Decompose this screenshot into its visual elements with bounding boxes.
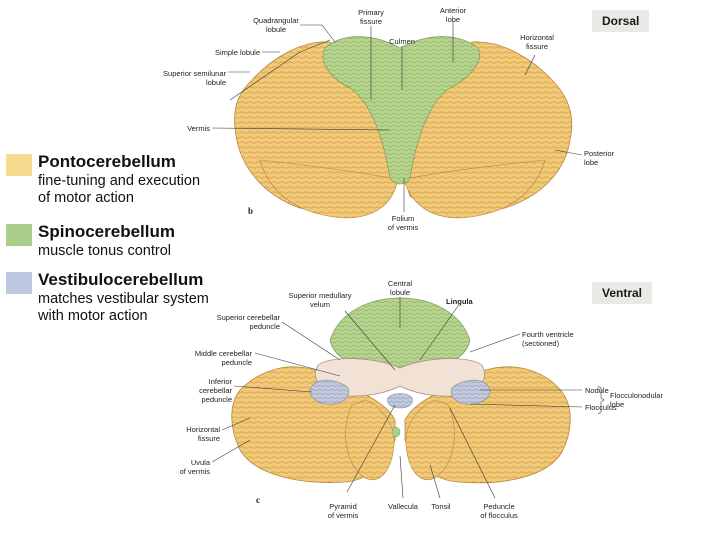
- ventral-right-flocculus: [450, 379, 491, 405]
- ventral-left-flocculus: [309, 379, 350, 405]
- spinocerebellum-title: Spinocerebellum: [38, 222, 175, 241]
- label-nodule: Nodule: [585, 386, 609, 395]
- vestibulocerebellum-title: Vestibulocerebellum: [38, 270, 204, 289]
- ventral-nodule: [387, 393, 413, 409]
- dorsal-cerebellum: [234, 36, 573, 219]
- pontocerebellum-swatch: [6, 154, 32, 176]
- dorsal-right-lower: [403, 159, 546, 219]
- leader-lines: [211, 22, 605, 499]
- spinocerebellum-swatch: [6, 224, 32, 246]
- vestibulocerebellum-desc-line2: with motor action: [38, 308, 148, 324]
- label-simple-lobule: Simple lobule: [214, 48, 260, 57]
- spinocerebellum-desc-line1: muscle tonus control: [38, 243, 171, 259]
- label-fourth-ventricle: Fourth ventricle(sectioned): [522, 330, 574, 348]
- ventral-left-tonsil: [345, 399, 395, 480]
- label-lingula: Lingula: [446, 297, 473, 306]
- figure-letter-b: b: [248, 206, 254, 216]
- pontocerebellum-desc-line2: of motor action: [38, 190, 134, 206]
- vestibulocerebellum-swatch: [6, 272, 32, 294]
- pontocerebellum-title: Pontocerebellum: [38, 152, 176, 171]
- spinocerebellum-desc: muscle tonus control: [38, 243, 171, 260]
- label-culmen: Culmen: [389, 37, 415, 46]
- dorsal-left-lower: [259, 159, 399, 219]
- figure-letter-c: c: [256, 495, 260, 505]
- dorsal-view-tag: Dorsal: [592, 10, 650, 32]
- pontocerebellum-desc-line1: fine-tuning and execution: [38, 173, 201, 189]
- label-tonsil: Tonsil: [431, 502, 451, 511]
- label-flocculus: Flocculus: [585, 403, 617, 412]
- label-vallecula: Vallecula: [388, 502, 418, 511]
- ventral-right-tonsil: [405, 399, 455, 480]
- vestibulocerebellum-desc-line1: matches vestibular system: [38, 291, 209, 307]
- label-vermis: Vermis: [187, 124, 210, 133]
- ventral-cerebellum: [231, 297, 571, 484]
- ventral-uvula: [391, 426, 401, 438]
- ventral-view-tag: Ventral: [592, 282, 653, 304]
